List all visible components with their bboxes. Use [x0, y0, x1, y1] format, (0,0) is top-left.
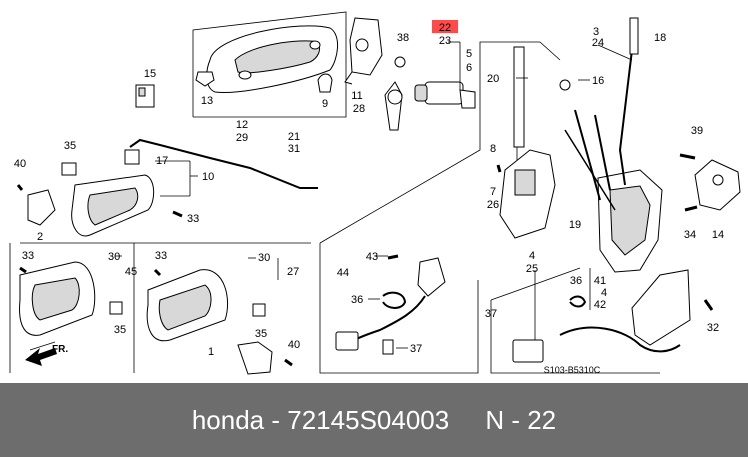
label-16: 16 [592, 75, 604, 87]
label-13: 13 [201, 95, 213, 107]
label-36: 36 [570, 275, 582, 287]
label-32: 32 [707, 322, 719, 334]
door-lock-assembly [559, 17, 663, 273]
label-14: 14 [712, 229, 724, 241]
front-direction-arrow-icon: FR. [25, 344, 68, 366]
label-2: 2 [37, 231, 43, 243]
label-6: 6 [466, 62, 472, 74]
label-9: 9 [322, 98, 328, 110]
part-number-text: 72145S04003 [287, 404, 450, 435]
label-24: 24 [592, 37, 604, 49]
label-22: 22 [439, 22, 451, 34]
label-4b: 4 [601, 287, 607, 299]
label-26: 26 [487, 199, 499, 211]
rod-20 [513, 46, 525, 165]
inner-handle-10 [27, 149, 155, 237]
label-35b: 35 [114, 324, 126, 336]
ref-text: N - 22 [485, 404, 557, 435]
spacer-text [449, 405, 485, 436]
label-23: 23 [439, 35, 451, 47]
label-37b: 37 [410, 343, 422, 355]
screws [16, 153, 714, 367]
label-41: 41 [594, 275, 606, 287]
diagram-code: S103-B5310C [544, 365, 601, 375]
label-40: 40 [14, 158, 26, 170]
label-28: 28 [353, 103, 365, 115]
label-37: 37 [485, 308, 497, 320]
inner-handle-45 [19, 261, 123, 336]
label-25: 25 [526, 263, 538, 275]
label-33: 33 [187, 213, 199, 225]
label-42: 42 [594, 299, 606, 311]
label-5: 5 [466, 48, 472, 60]
label-1b: 1 [208, 346, 214, 358]
label-31: 31 [288, 143, 300, 155]
label-10: 10 [202, 171, 214, 183]
label-11: 11 [351, 90, 362, 102]
brand-text: honda [191, 404, 265, 435]
separator-text: - [264, 404, 288, 435]
label-15: 15 [144, 68, 156, 80]
label-3: 3 [593, 26, 599, 38]
label-43: 43 [366, 251, 378, 263]
label-33b: 33 [22, 250, 34, 262]
direction-label: FR. [52, 344, 68, 355]
outer-handle-assembly [206, 25, 338, 93]
label-19: 19 [569, 219, 581, 231]
clip-15 [135, 84, 155, 108]
group-frames [9, 11, 660, 374]
label-33c: 33 [155, 250, 167, 262]
label-35c: 35 [255, 328, 267, 340]
label-29: 29 [236, 132, 248, 144]
label-45: 45 [125, 266, 137, 278]
label-7: 7 [490, 186, 496, 198]
label-8: 8 [490, 143, 496, 155]
label-35: 35 [64, 140, 76, 152]
label-21: 21 [288, 131, 300, 143]
label-30: 30 [108, 251, 120, 263]
label-20: 20 [487, 73, 499, 85]
label-34: 34 [684, 229, 696, 241]
highlight-22 [432, 20, 458, 33]
label-4: 4 [529, 250, 535, 262]
nut-13 [195, 71, 215, 87]
footer-bar: honda - 72145S04003 N - 22 [0, 383, 748, 457]
label-27: 27 [287, 266, 299, 278]
label-40b: 40 [288, 339, 300, 351]
label-18: 18 [654, 32, 666, 44]
label-12: 12 [236, 119, 248, 131]
protector-11 [344, 17, 383, 85]
actuator [512, 269, 691, 363]
label-17: 17 [156, 155, 168, 167]
rod-12 [129, 138, 318, 189]
striker-14 [694, 159, 741, 211]
key-cylinder [384, 56, 476, 131]
label-36b: 36 [351, 294, 363, 306]
inner-handle-27 [146, 269, 273, 375]
switch-26 [499, 149, 556, 239]
label-30b: 30 [258, 252, 270, 264]
harness-44 [335, 257, 446, 355]
leader-lines [29, 41, 633, 351]
label-39: 39 [691, 125, 703, 137]
parts-diagram: FR. 1 2 3 4 5 6 7 8 9 10 11 12 13 14 15 … [9, 11, 741, 375]
label-44: 44 [337, 267, 349, 279]
callout-labels: 1 2 3 4 5 6 7 8 9 10 11 12 13 14 15 16 1… [14, 22, 724, 375]
label-38: 38 [397, 32, 409, 44]
